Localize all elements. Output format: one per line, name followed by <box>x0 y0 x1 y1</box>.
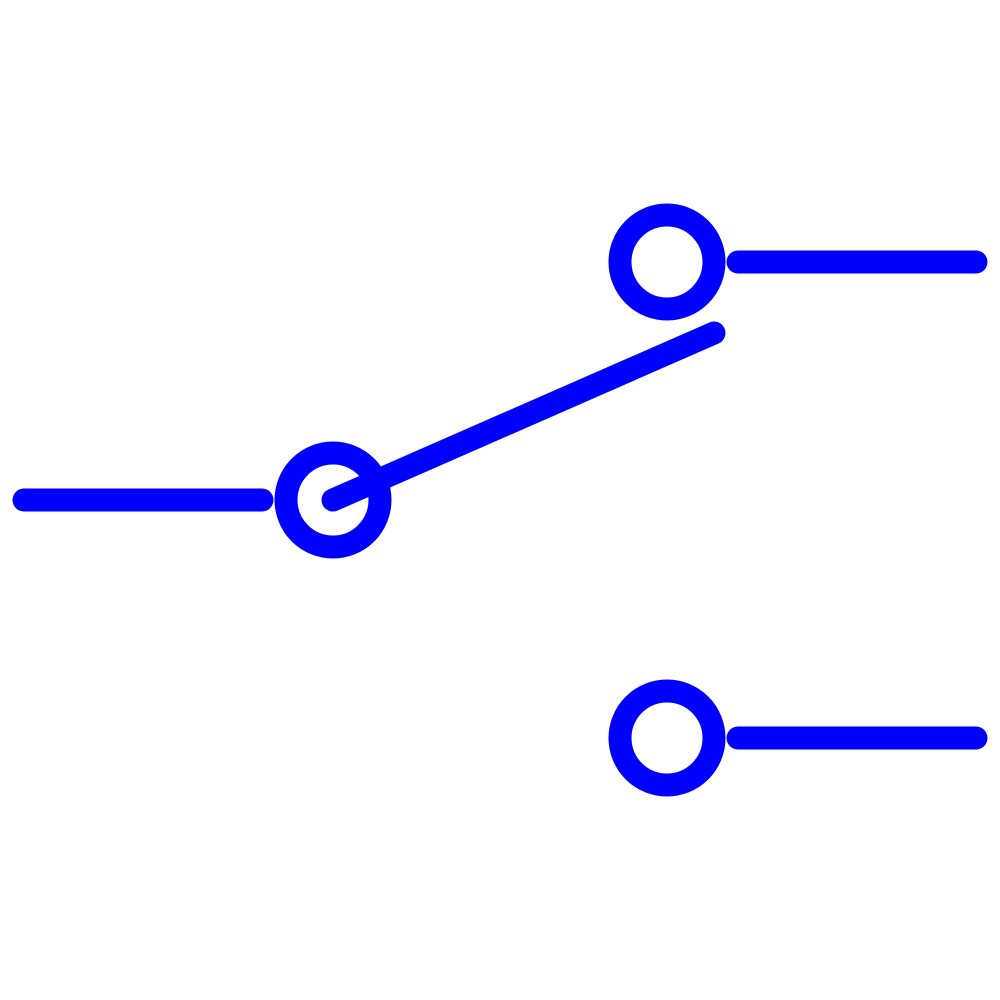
lower-terminal <box>608 679 726 797</box>
upper-terminal <box>608 203 726 321</box>
common-terminal <box>274 441 392 559</box>
switch-symbol <box>12 203 988 797</box>
switch-blade <box>321 321 726 512</box>
